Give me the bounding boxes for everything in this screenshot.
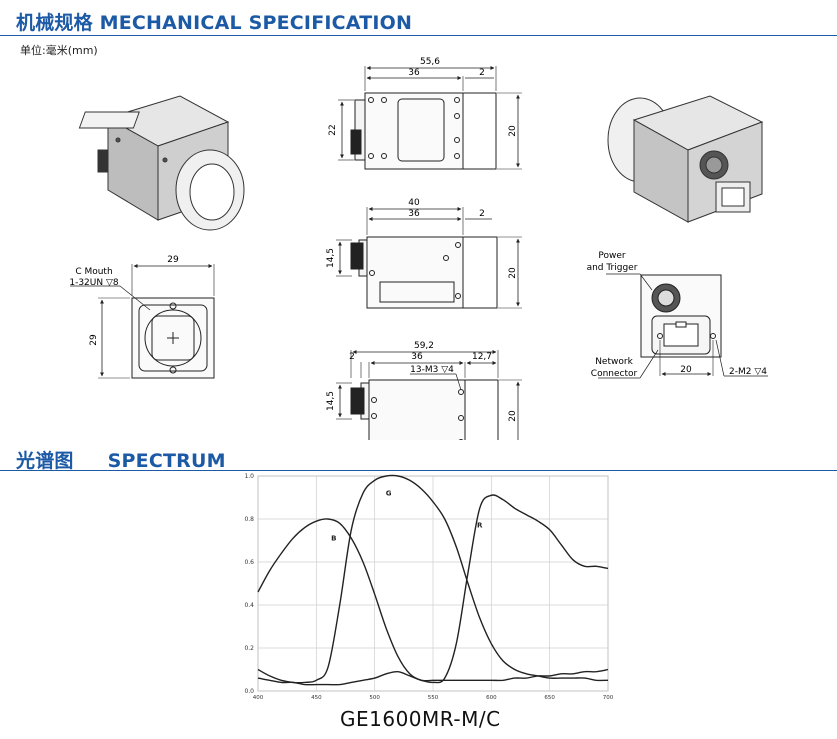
mechanical-drawings: 29 29 C Mouth 1-32UN ▽8 55,6 36 2 22 20 [69,57,768,440]
x-tick-label: 600 [486,695,497,701]
x-tick-label: 400 [253,695,264,701]
y-tick-label: 0.4 [244,602,254,609]
series-label-g: G [386,489,392,497]
spectrum-chart: 0.0 0.2 0.4 0.6 0.8 1.0 400 450 500 550 600 650 700… [244,473,614,701]
x-tick-label: 650 [544,695,555,701]
bottom-view [336,350,522,440]
x-tick-label: 700 [603,695,614,701]
x-tick-label: 450 [311,695,322,701]
top-overall-dim: 55,6 [420,57,440,67]
front-height-dim: 29 [89,334,99,346]
chart-series: B G R [257,474,609,686]
camera-iso-rear [607,95,764,223]
y-axis-ticks: 0.0 0.2 0.4 0.6 0.8 1.0 [244,473,254,695]
chart-caption: GE1600MR-M/C [340,707,501,731]
side-offset-dim: 2 [479,209,485,219]
front-view [70,264,215,379]
mechanical-section-title: 机械规格 MECHANICAL SPECIFICATION [16,12,413,34]
top-body-dim: 36 [408,68,420,78]
chart-grid [257,475,609,692]
power-label-line2: and Trigger [587,263,638,273]
bottom-right-height-dim: 20 [508,410,518,422]
side-right-height-dim: 20 [508,267,518,279]
series-label-b: B [331,535,336,543]
bottom-left-offset-dim: 2 [349,352,355,362]
side-left-height-dim: 14,5 [326,248,336,268]
camera-iso-front [78,95,245,231]
y-tick-label: 1.0 [244,473,254,480]
power-label-line1: Power [598,251,626,261]
spectrum-section-rule [0,470,837,471]
top-right-height-dim: 20 [508,125,518,137]
bottom-right-offset-dim: 12,7 [472,352,492,362]
bottom-hole-label: 13-M3 ▽4 [410,365,454,375]
top-offset-dim: 2 [479,68,485,78]
y-tick-label: 0.8 [244,516,254,523]
mechanical-section-rule [0,35,837,36]
side-view [336,207,522,309]
x-tick-label: 500 [369,695,380,701]
rear-width-dim: 20 [680,365,692,375]
front-width-dim: 29 [167,255,179,265]
y-tick-label: 0.6 [244,559,254,566]
network-label-line2: Connector [591,369,638,379]
network-label-line1: Network [595,357,633,367]
series-line-g [257,474,609,684]
y-tick-label: 0.0 [244,688,254,695]
c-mouth-label: C Mouth [75,267,112,277]
bottom-overall-dim: 59,2 [414,341,434,351]
thread-label: 1-32UN ▽8 [69,278,119,288]
rear-view [598,273,768,379]
series-line-b [257,518,609,682]
x-tick-label: 550 [428,695,439,701]
side-body-dim: 36 [408,209,420,219]
bottom-body-dim: 36 [411,352,423,362]
x-axis-ticks: 400 450 500 550 600 650 700 [253,695,614,701]
series-label-r: R [477,522,483,530]
side-overall-dim: 40 [408,198,420,208]
top-left-height-dim: 22 [328,124,338,135]
rear-hole-label: 2-M2 ▽4 [729,367,767,377]
y-tick-label: 0.2 [244,645,254,652]
series-line-r [257,494,609,686]
unit-note: 单位:毫米(mm) [20,44,98,57]
bottom-left-height-dim: 14,5 [326,391,336,411]
top-view [338,66,522,170]
spectrum-section-title: 光谱图 SPECTRUM [16,450,226,472]
